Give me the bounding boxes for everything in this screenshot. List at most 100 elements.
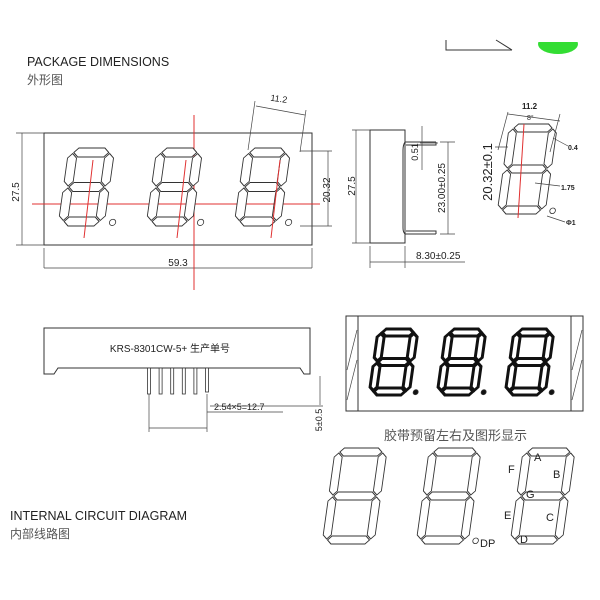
- pin: [193, 367, 198, 395]
- decimal-point: [549, 207, 556, 214]
- bottom-body-outline: [43, 327, 311, 375]
- segment-d: [151, 216, 188, 227]
- digit-centerlines: [83, 159, 281, 239]
- package-dimensions-title-cn: 外形图: [27, 73, 63, 87]
- detail-centerline: [517, 123, 525, 219]
- segment-d: [239, 216, 276, 227]
- segment-c: [401, 360, 415, 393]
- segment-b: [100, 152, 114, 187]
- detail-gap-dim: 0.4: [568, 145, 578, 152]
- segment-b: [473, 331, 487, 364]
- digit-width-dim: 11.2: [270, 93, 288, 105]
- segment-label-e: E: [504, 510, 511, 522]
- tape-note: 胶带预留左右及图形显示: [384, 428, 527, 444]
- segment-c: [537, 360, 551, 393]
- decimal-point: [284, 218, 293, 226]
- detail-height-dim: 20.32±0.1: [480, 143, 495, 201]
- decimal-point: [196, 218, 205, 226]
- seven-segment-digit: [497, 123, 557, 215]
- digit-height-dim: 20.32: [322, 177, 333, 202]
- segment-g: [244, 182, 281, 192]
- front-width-dim: 59.3: [168, 258, 188, 269]
- side-view: 27.5 0.51 23.00±0.25 8.30±0.25: [347, 126, 465, 268]
- segment-e: [416, 496, 431, 540]
- segment-label-g: G: [526, 489, 535, 501]
- segment-c: [95, 187, 110, 222]
- segment-f: [422, 452, 437, 496]
- decimal-point: [412, 389, 419, 396]
- segment-f: [516, 452, 531, 496]
- segment-g: [375, 357, 412, 367]
- segment-c: [554, 496, 569, 540]
- tape-display: [345, 315, 584, 412]
- segment-labels: A B C D E F G DP: [480, 452, 560, 550]
- segment-g: [68, 182, 105, 192]
- decimal-point: [548, 389, 555, 396]
- pin: [170, 367, 175, 395]
- decimal-point: [108, 218, 117, 226]
- segment-label-b: B: [553, 469, 560, 481]
- pin: [205, 367, 209, 393]
- segment-d: [514, 535, 559, 545]
- segment-b: [541, 331, 555, 364]
- segment-g: [521, 491, 565, 501]
- segment-b: [466, 452, 481, 496]
- segment-e: [146, 187, 161, 222]
- pin-pitch-dim: 2.54×5=12.7: [214, 402, 265, 412]
- segment-a: [516, 327, 552, 338]
- segment-a: [249, 147, 286, 158]
- seven-segment-digit: [416, 447, 481, 545]
- top-fragment: [445, 28, 590, 54]
- detail-seg-width-dim: 1.75: [561, 185, 575, 192]
- segment-f: [503, 128, 517, 169]
- segment-e: [322, 496, 337, 540]
- front-body-outline: [43, 132, 313, 246]
- segment-f: [239, 152, 253, 187]
- segment-e: [504, 360, 518, 393]
- seven-segment-digit: [322, 447, 387, 545]
- segment-b: [188, 152, 202, 187]
- detail-dp-dim: Φ1: [566, 220, 576, 227]
- segment-f: [63, 152, 77, 187]
- segment-e: [58, 187, 73, 222]
- segment-d: [507, 386, 544, 397]
- segment-d: [439, 386, 476, 397]
- pin: [158, 367, 163, 395]
- pin: [181, 367, 186, 395]
- segment-a: [448, 327, 484, 338]
- segment-e: [497, 169, 512, 210]
- segment-g: [443, 357, 480, 367]
- segment-a: [73, 147, 110, 158]
- front-height-dim: 27.5: [11, 182, 22, 202]
- seven-segment-digit: [504, 327, 555, 397]
- side-height-dim: 27.5: [347, 176, 358, 196]
- segment-d: [501, 205, 542, 215]
- digit-detail: 11.2 8° 20.32±0.1 0.4 1.75 Φ1: [480, 102, 578, 227]
- decimal-point: [472, 537, 479, 544]
- segment-e: [368, 360, 382, 393]
- segment-a: [433, 447, 477, 457]
- segment-a: [161, 147, 198, 158]
- pin-span-dim: 23.00±0.25: [437, 163, 448, 213]
- detail-width-dim: 11.2: [522, 102, 538, 111]
- segment-label-dp: DP: [480, 538, 495, 550]
- part-number-label: KRS-8301CW-5+ 生产单号: [110, 342, 230, 355]
- segment-label-f: F: [508, 464, 515, 476]
- segment-f: [372, 331, 386, 364]
- segment-f: [328, 452, 343, 496]
- segment-a: [339, 447, 383, 457]
- segment-b: [372, 452, 387, 496]
- internal-circuit-title-cn: 内部线路图: [10, 526, 70, 541]
- seven-segment-digit: [368, 327, 419, 397]
- segment-b: [560, 452, 575, 496]
- segment-label-d: D: [520, 534, 528, 546]
- segment-b: [543, 128, 557, 169]
- side-body-outline: [369, 129, 406, 244]
- segment-d: [371, 386, 408, 397]
- segment-c: [366, 496, 381, 540]
- segment-f: [508, 331, 522, 364]
- seven-segment-digit: [58, 147, 117, 227]
- circuit-digits: [322, 447, 575, 545]
- internal-circuit-title: INTERNAL CIRCUIT DIAGRAM: [10, 509, 187, 523]
